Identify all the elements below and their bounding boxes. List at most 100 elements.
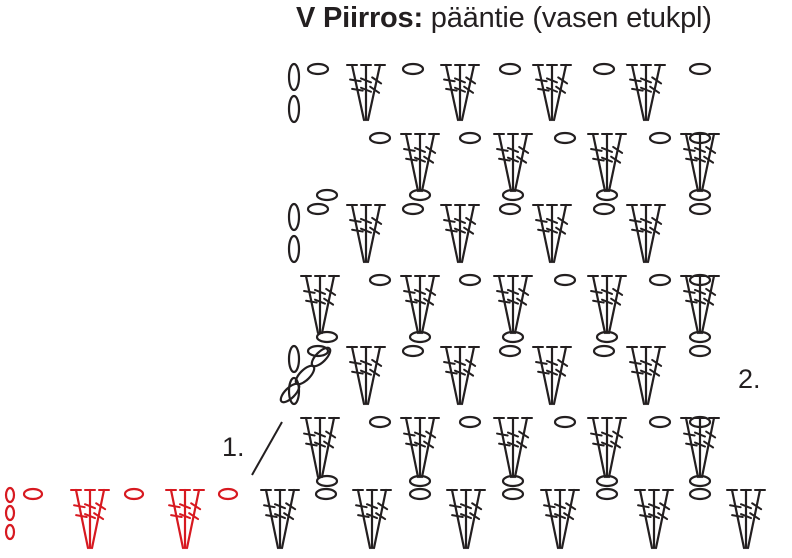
chain-stitch-symbol	[287, 62, 301, 92]
treble-crochet-symbol	[400, 132, 420, 193]
treble-crochet-symbol	[646, 63, 666, 122]
chain-stitch-symbol	[401, 344, 425, 358]
treble-crochet-symbol	[420, 132, 440, 193]
chart-title-bold: V Piirros:	[296, 2, 423, 34]
treble-crochet-symbol	[640, 63, 652, 122]
treble-crochet-symbol	[314, 274, 326, 335]
chain-stitch-symbol	[368, 131, 392, 145]
treble-crochet-symbol	[360, 63, 372, 122]
treble-crochet-symbol	[587, 416, 607, 479]
treble-crochet-symbol	[680, 132, 700, 193]
treble-crochet-symbol	[552, 345, 572, 406]
treble-crochet-symbol	[366, 488, 378, 550]
treble-crochet-symbol	[400, 274, 420, 335]
treble-crochet-symbol	[360, 345, 372, 406]
chain-stitch-symbol	[368, 415, 392, 429]
treble-crochet-symbol	[552, 63, 572, 122]
chart-title: V Piirros: pääntie (vasen etukpl)	[296, 2, 790, 35]
chain-stitch-symbol	[688, 487, 712, 501]
chain-stitch-symbol	[217, 487, 239, 501]
treble-crochet-symbol	[626, 345, 646, 406]
foundation-row	[4, 486, 239, 550]
treble-crochet-symbol	[274, 488, 286, 550]
treble-crochet-symbol	[601, 274, 613, 335]
treble-crochet-symbol	[352, 488, 372, 550]
treble-crochet-symbol	[70, 488, 90, 550]
treble-crochet-symbol	[513, 416, 533, 479]
treble-crochet-symbol	[454, 63, 466, 122]
treble-crochet-symbol	[700, 416, 720, 479]
pattern-rows	[251, 62, 766, 550]
chain-stitch-symbol	[688, 202, 712, 216]
treble-crochet-symbol	[346, 203, 366, 264]
treble-crochet-symbol	[454, 345, 466, 406]
treble-crochet-symbol	[646, 203, 666, 264]
chain-stitch-symbol	[498, 344, 522, 358]
chain-stitch-symbol	[553, 131, 577, 145]
treble-crochet-symbol	[372, 488, 392, 550]
treble-crochet-symbol	[280, 488, 300, 550]
row-marker-2: 2.	[738, 364, 761, 394]
treble-crochet-symbol	[601, 416, 613, 479]
treble-crochet-symbol	[179, 488, 191, 550]
chain-stitch-symbol	[306, 62, 330, 76]
treble-crochet-symbol	[746, 488, 766, 550]
treble-crochet-symbol	[346, 63, 366, 122]
chain-stitch-symbol	[287, 234, 301, 264]
chain-stitch-symbol	[401, 62, 425, 76]
chain-stitch-symbol	[4, 486, 16, 504]
treble-crochet-symbol	[546, 345, 558, 406]
treble-crochet-symbol	[420, 274, 440, 335]
treble-crochet-symbol	[513, 274, 533, 335]
chain-stitch-symbol	[315, 330, 339, 344]
treble-crochet-symbol	[740, 488, 752, 550]
treble-crochet-symbol	[654, 488, 674, 550]
treble-crochet-symbol	[640, 345, 652, 406]
treble-crochet-symbol	[460, 488, 472, 550]
treble-crochet-symbol	[446, 488, 466, 550]
treble-crochet-symbol	[300, 274, 320, 335]
treble-crochet-symbol	[466, 488, 486, 550]
chain-stitch-symbol	[595, 487, 619, 501]
treble-crochet-symbol	[648, 488, 660, 550]
treble-crochet-symbol	[366, 63, 386, 122]
treble-crochet-symbol	[507, 132, 519, 193]
chain-stitch-symbol	[306, 344, 330, 358]
treble-crochet-symbol	[646, 345, 666, 406]
treble-crochet-symbol	[554, 488, 566, 550]
chain-stitch-symbol	[287, 202, 301, 232]
treble-crochet-symbol	[587, 132, 607, 193]
treble-crochet-symbol	[546, 203, 558, 264]
treble-crochet-symbol	[546, 63, 558, 122]
chain-stitch-symbol	[401, 202, 425, 216]
chain-stitch-symbol	[592, 202, 616, 216]
treble-crochet-symbol	[680, 274, 700, 335]
treble-crochet-symbol	[532, 63, 552, 122]
treble-crochet-symbol	[165, 488, 185, 550]
chain-stitch-symbol	[22, 487, 44, 501]
treble-crochet-symbol	[601, 132, 613, 193]
treble-crochet-symbol	[414, 416, 426, 479]
chain-stitch-symbol	[279, 382, 301, 404]
chain-stitch-symbol	[688, 131, 712, 145]
chain-stitch-symbol	[123, 487, 145, 501]
treble-crochet-symbol	[440, 203, 460, 264]
treble-crochet-symbol	[560, 488, 580, 550]
chain-stitch-symbol	[498, 202, 522, 216]
chain-stitch-symbol	[592, 62, 616, 76]
chain-stitch-symbol	[648, 131, 672, 145]
treble-crochet-symbol	[680, 416, 700, 479]
treble-crochet-symbol	[440, 345, 460, 406]
treble-crochet-symbol	[552, 203, 572, 264]
treble-crochet-symbol	[454, 203, 466, 264]
treble-crochet-symbol	[626, 63, 646, 122]
chain-stitch-symbol	[315, 474, 339, 488]
treble-crochet-symbol	[540, 488, 560, 550]
treble-crochet-symbol	[460, 203, 480, 264]
chain-stitch-symbol	[501, 487, 525, 501]
chart-title-rest: pääntie (vasen etukpl)	[422, 2, 712, 34]
treble-crochet-symbol	[607, 416, 627, 479]
treble-crochet-symbol	[493, 274, 513, 335]
treble-crochet-symbol	[346, 345, 366, 406]
